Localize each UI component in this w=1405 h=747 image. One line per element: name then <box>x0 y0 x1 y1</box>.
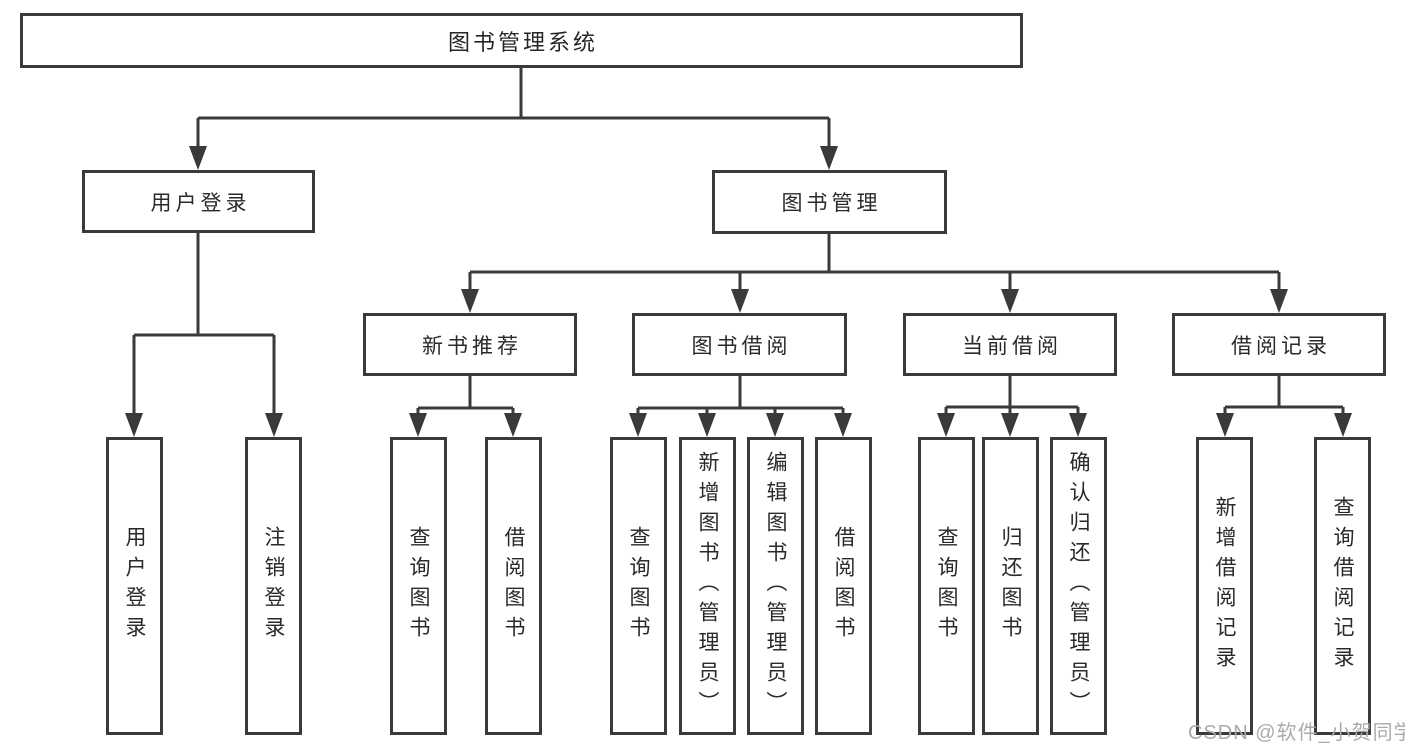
node-label: 查询图书 <box>627 526 650 646</box>
node-label: 借阅图书 <box>502 526 525 646</box>
leaf-query-book-current: 查询图书 <box>918 437 975 735</box>
leaf-add-borrow-record: 新增借阅记录 <box>1196 437 1253 735</box>
node-label: 新增图书（管理员） <box>696 451 719 721</box>
connector-book-mgmt-branch <box>461 234 1288 313</box>
leaf-query-book-borrowing: 查询图书 <box>610 437 667 735</box>
node-new-book-recommend: 新书推荐 <box>363 313 577 376</box>
node-book-management-group: 图书管理 <box>712 170 947 234</box>
node-label: 当前借阅 <box>962 334 1062 358</box>
leaf-logout: 注销登录 <box>245 437 302 735</box>
node-library-management-system: 图书管理系统 <box>20 13 1023 68</box>
leaf-borrow-book: 借阅图书 <box>815 437 872 735</box>
leaf-add-book-admin: 新增图书（管理员） <box>679 437 736 735</box>
node-user-login-group: 用户登录 <box>82 170 315 233</box>
node-book-borrowing: 图书借阅 <box>632 313 847 376</box>
connector-book-borrowing-branch <box>629 376 852 437</box>
node-label: 查询图书 <box>935 526 958 646</box>
node-label: 图书管理系统 <box>447 29 598 55</box>
leaf-query-borrow-record: 查询借阅记录 <box>1314 437 1371 735</box>
node-label: 编辑图书（管理员） <box>764 451 787 721</box>
connector-new-book-recommend-branch <box>409 376 522 437</box>
node-current-borrowing: 当前借阅 <box>903 313 1117 376</box>
leaf-borrow-book-recommend: 借阅图书 <box>485 437 542 735</box>
csdn-watermark: CSDN @软件_小贺同学 <box>1188 722 1405 744</box>
node-label: 归还图书 <box>999 526 1022 646</box>
node-label: 用户登录 <box>150 191 251 215</box>
leaf-confirm-return-admin: 确认归还（管理员） <box>1050 437 1107 735</box>
connector-user-login-branch <box>125 233 283 437</box>
node-label: 用户登录 <box>123 526 146 646</box>
node-label: 确认归还（管理员） <box>1067 451 1090 721</box>
node-label: 查询图书 <box>407 526 430 646</box>
node-label: 新书推荐 <box>422 334 522 358</box>
node-label: 注销登录 <box>262 526 285 646</box>
node-label: 借阅图书 <box>832 526 855 646</box>
connector-borrowing-records-branch <box>1216 376 1352 437</box>
node-label: 借阅记录 <box>1231 334 1331 358</box>
node-label: 图书管理 <box>781 192 882 215</box>
node-borrowing-records: 借阅记录 <box>1172 313 1386 376</box>
connector-root-branch <box>189 67 838 170</box>
node-label: 查询借阅记录 <box>1331 496 1354 676</box>
connector-current-borrowing-branch <box>937 376 1087 437</box>
leaf-user-login: 用户登录 <box>106 437 163 735</box>
node-label: 图书借阅 <box>691 334 792 358</box>
node-label: 新增借阅记录 <box>1213 496 1236 676</box>
leaf-return-book: 归还图书 <box>982 437 1039 735</box>
leaf-edit-book-admin: 编辑图书（管理员） <box>747 437 804 735</box>
leaf-query-book-recommend: 查询图书 <box>390 437 447 735</box>
